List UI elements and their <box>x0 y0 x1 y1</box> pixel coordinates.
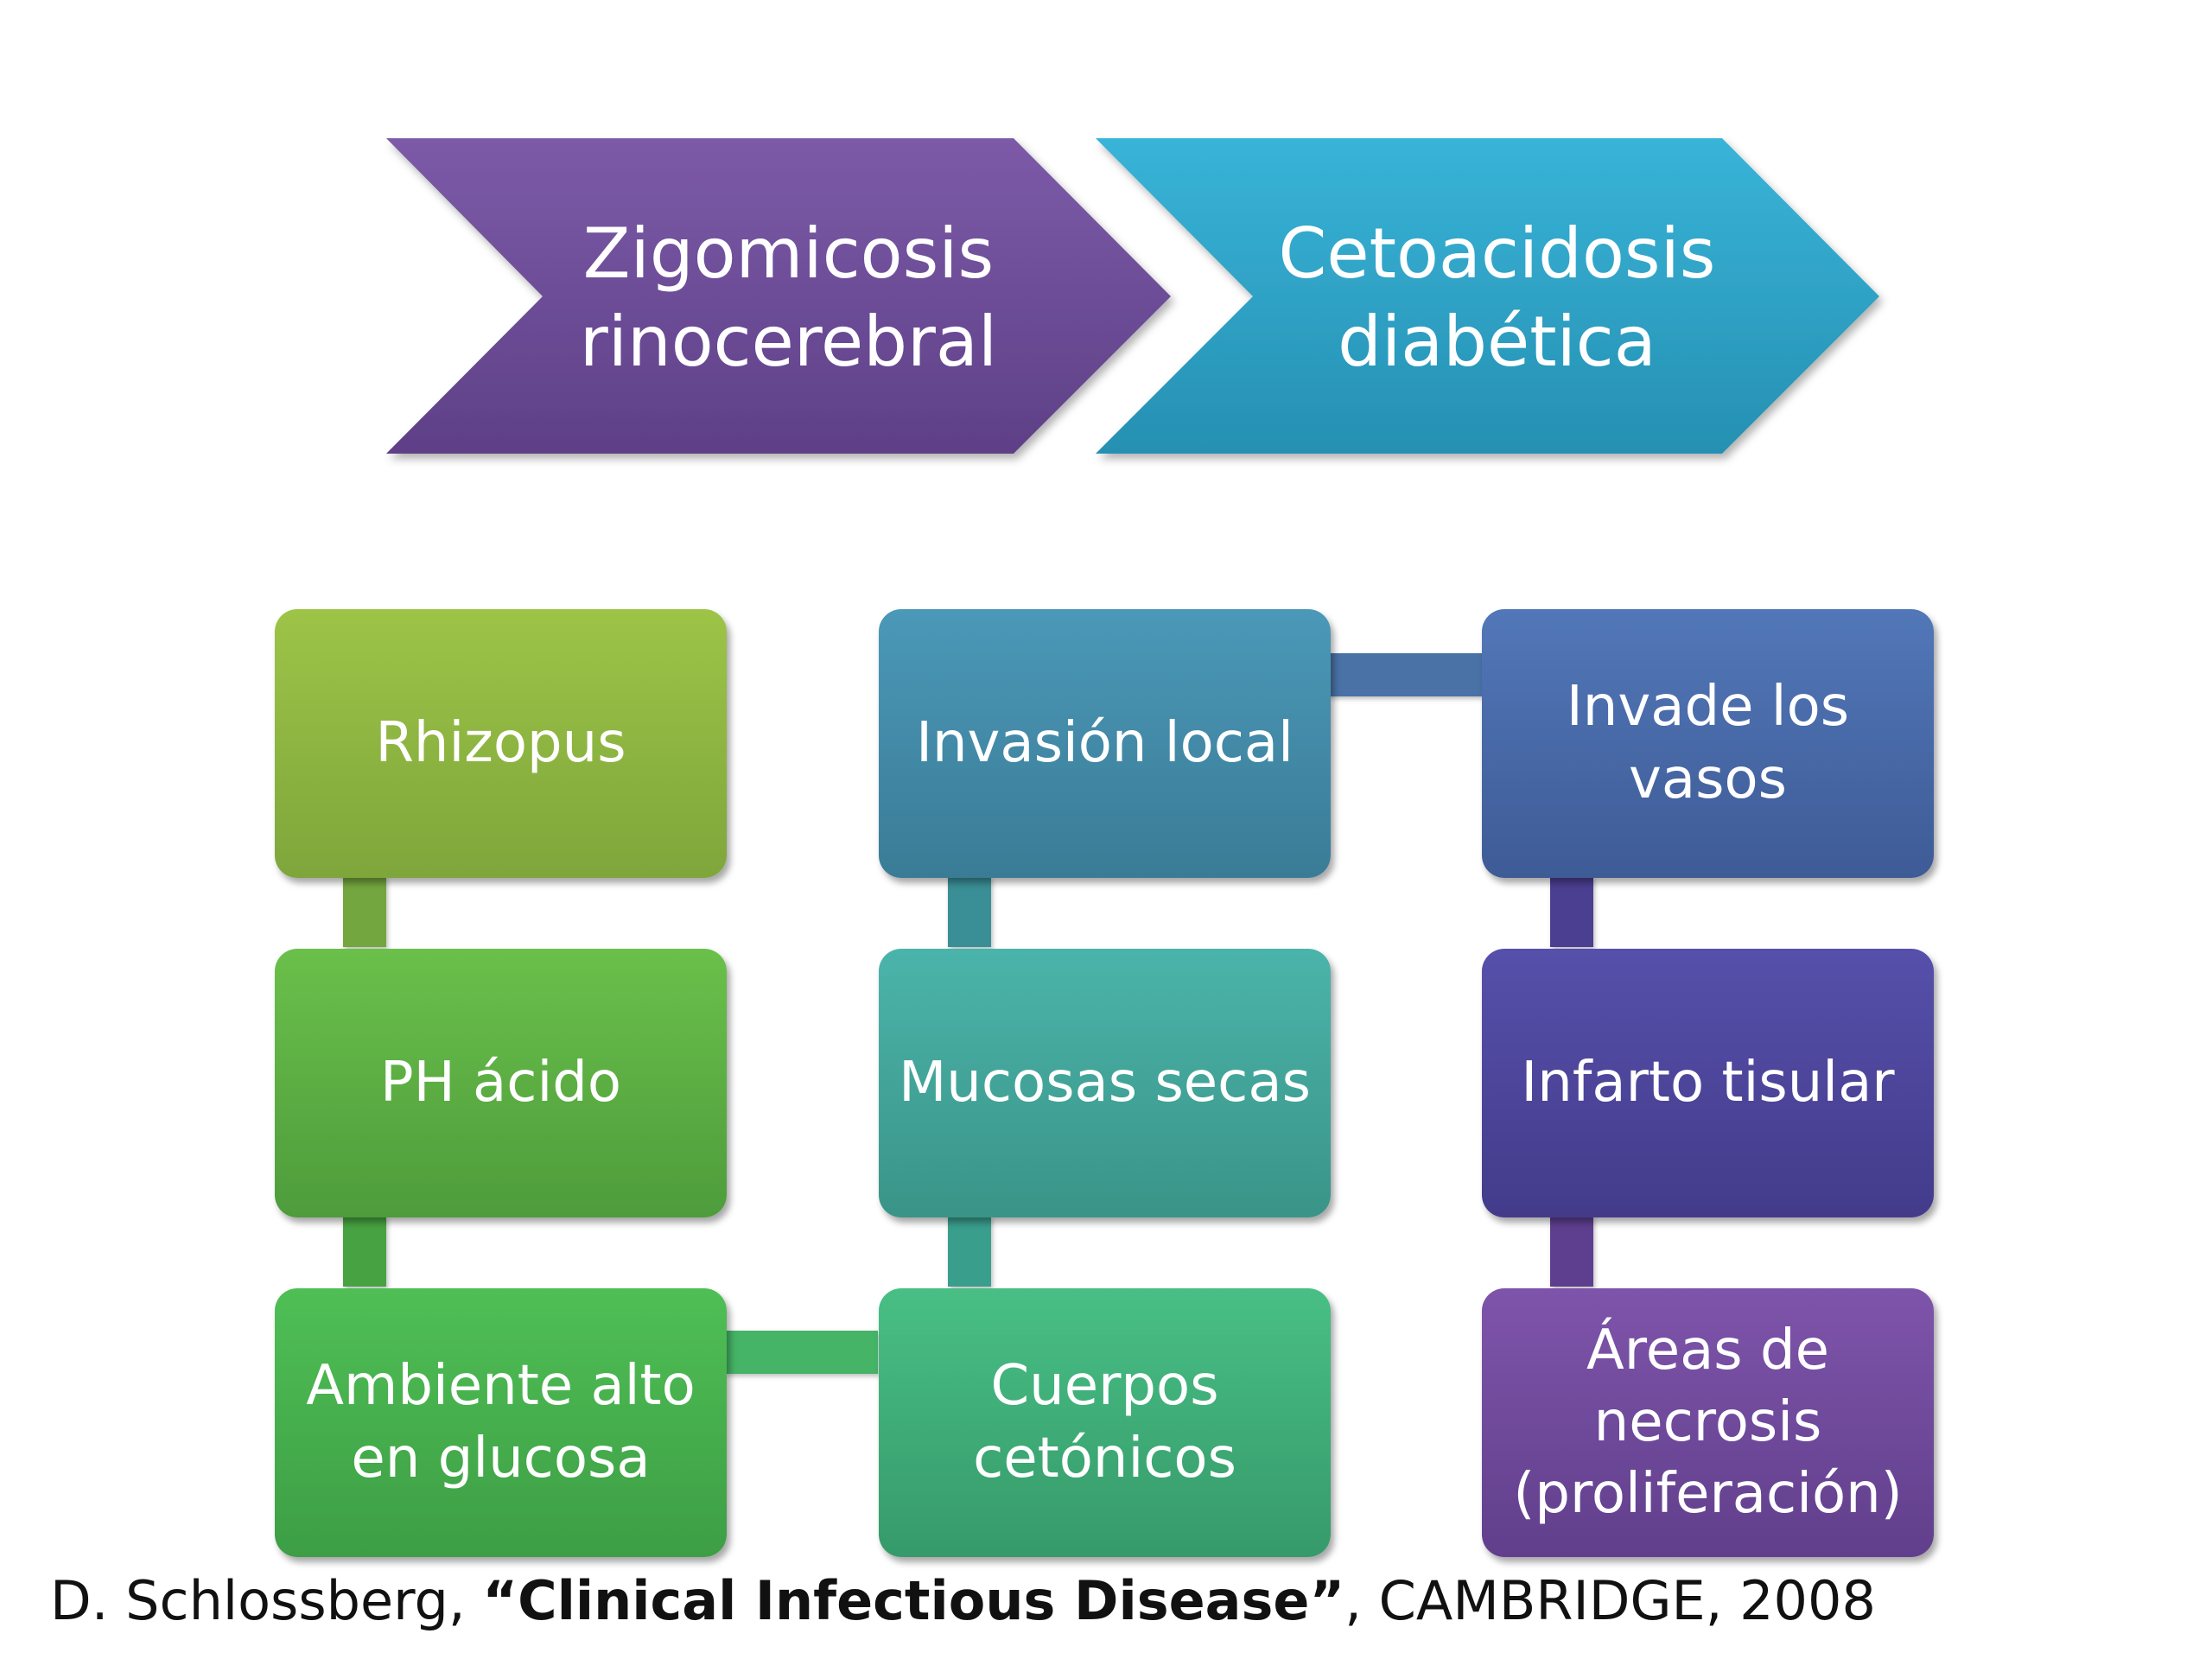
chevron-zigomicosis <box>386 138 1171 454</box>
box-rhizopus: Rhizopus <box>275 609 727 878</box>
connector-invasion-invade <box>1328 653 1482 696</box>
connector-invade-infarto <box>1550 876 1593 947</box>
chevron-arrows <box>386 138 1879 454</box>
chevron-cetoacidosis <box>1096 138 1879 454</box>
chevron-cetoacidosis-label: Cetoacidosis diabética <box>1278 213 1716 382</box>
connector-invasion-mucosas <box>948 876 991 947</box>
box-invasion-local: Invasión local <box>879 609 1331 878</box>
connector-ph-ambiente <box>343 1216 386 1287</box>
citation: D. Schlossberg, “Clinical Infectious Dis… <box>50 1569 1876 1632</box>
chevron-zigomicosis-label: Zigomicosis rinocerebral <box>579 213 998 382</box>
box-areas-necrosis: Áreas de necrosis (proliferación) <box>1482 1288 1934 1557</box>
box-cuerpos-cetonicos: Cuerpos cetónicos <box>879 1288 1331 1557</box>
connector-infarto-areas <box>1550 1216 1593 1287</box>
connector-mucosas-cuerpos <box>948 1216 991 1287</box>
box-mucosas-secas: Mucosas secas <box>879 949 1331 1217</box>
box-invade-vasos: Invade los vasos <box>1482 609 1934 878</box>
connector-ambiente-cuerpos <box>725 1331 878 1374</box>
box-ambiente-glucosa: Ambiente alto en glucosa <box>275 1288 727 1557</box>
connector-rhizopus-ph <box>343 876 386 947</box>
box-infarto-tisular: Infarto tisular <box>1482 949 1934 1217</box>
box-ph-acido: PH ácido <box>275 949 727 1217</box>
